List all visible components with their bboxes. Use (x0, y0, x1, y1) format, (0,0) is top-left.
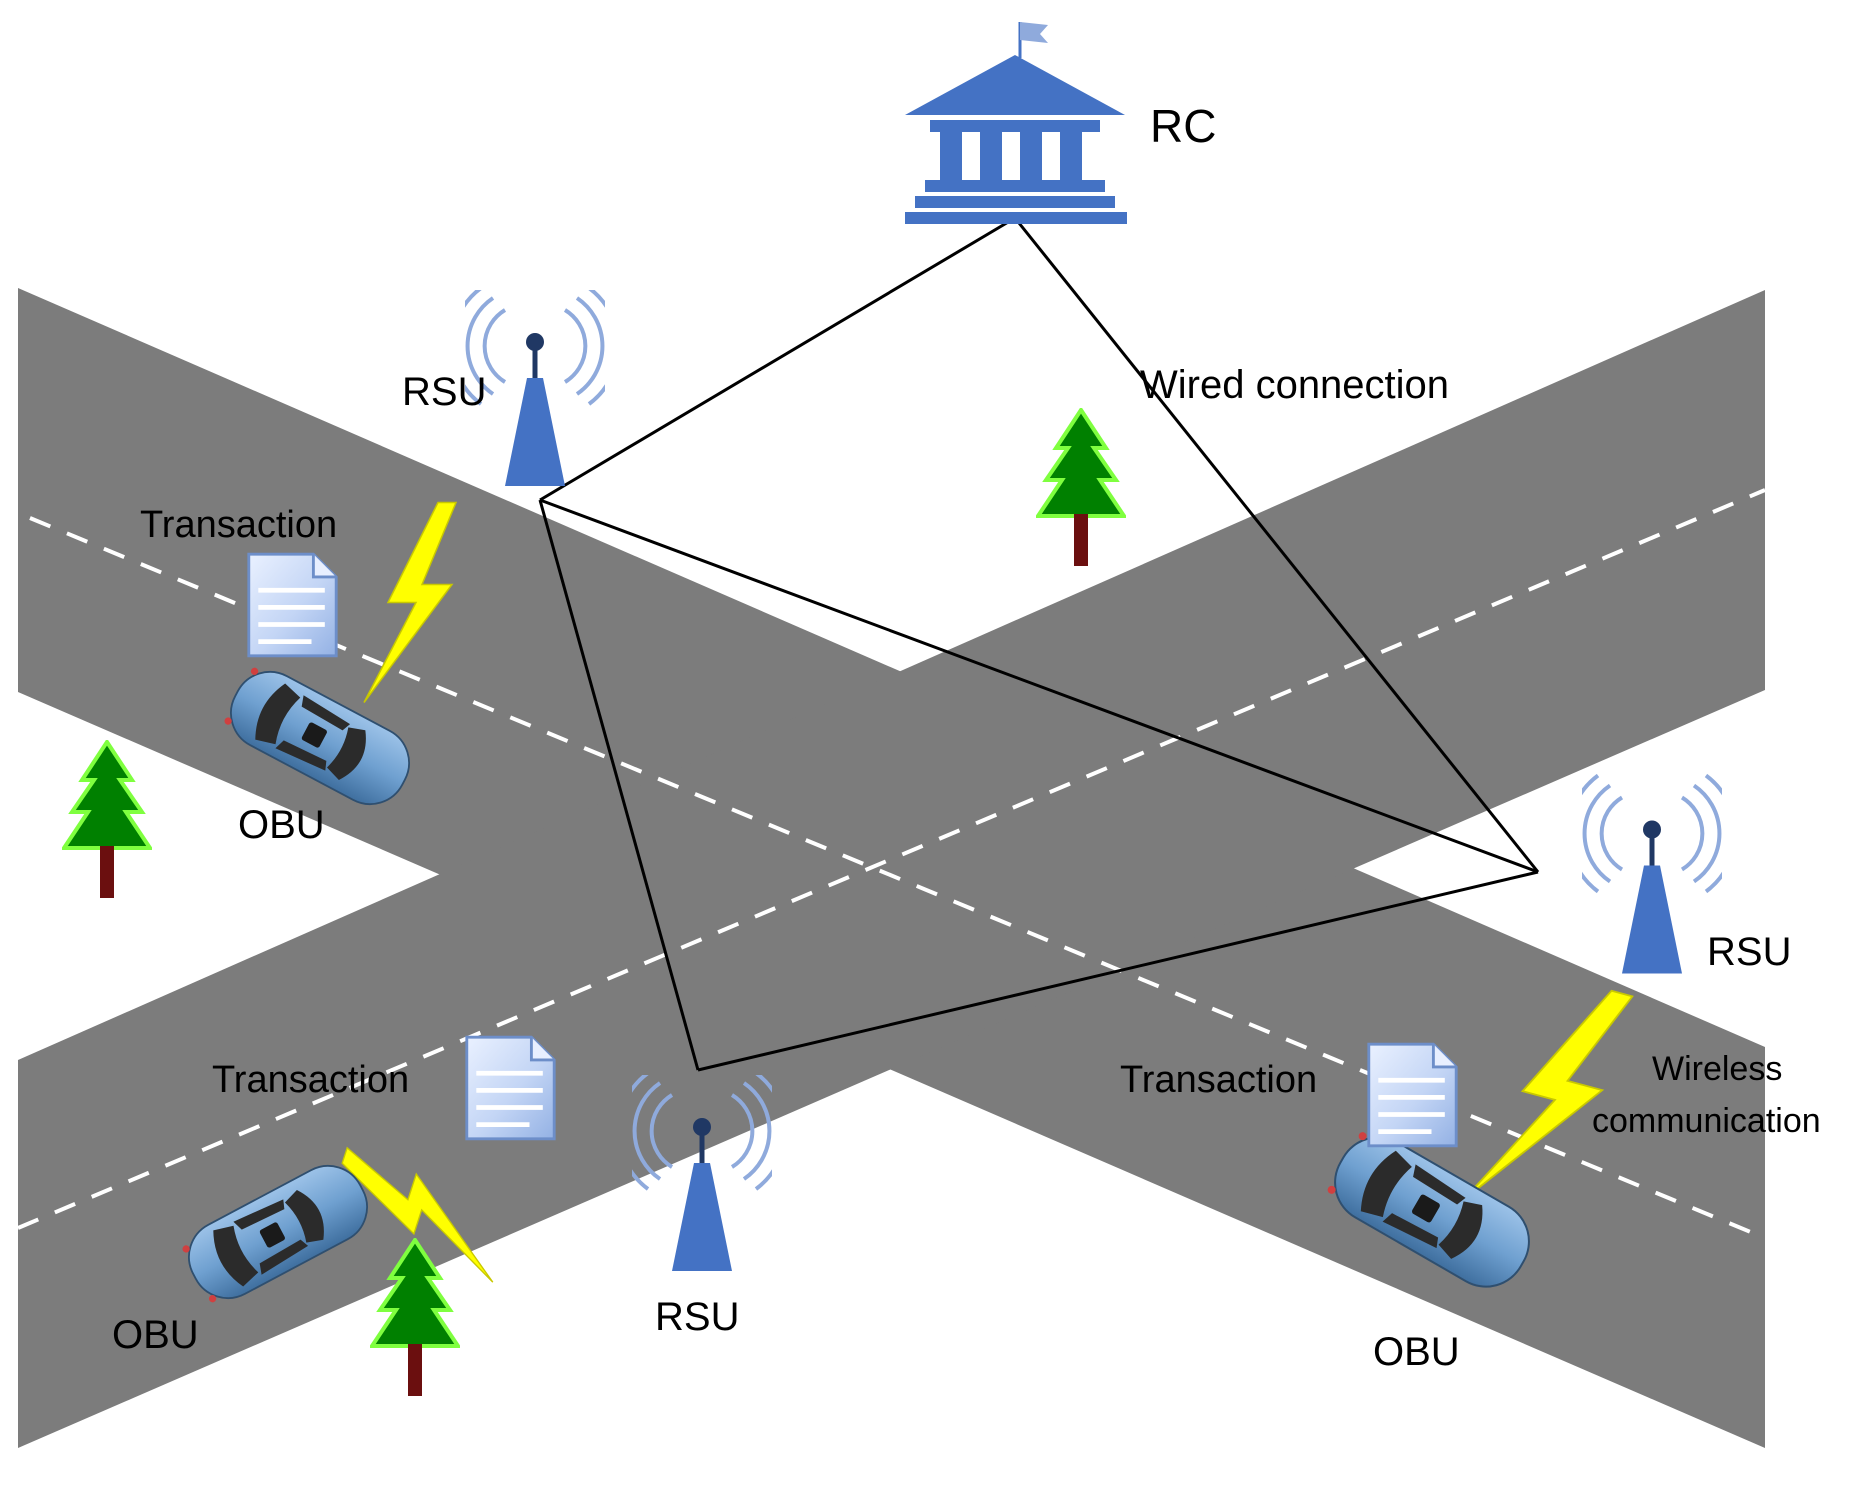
document-icon (467, 1037, 554, 1139)
obu-top-label: OBU (238, 803, 325, 847)
wireless-label-line1: Wireless (1652, 1050, 1782, 1088)
pine-tree-icon (1036, 408, 1126, 568)
rsu-bottom: RSU (619, 1073, 786, 1339)
document-icon (249, 554, 336, 656)
rsu-top-label: RSU (402, 370, 486, 414)
road-ascending (18, 290, 1765, 1448)
road-network (17, 288, 1766, 1448)
rsu-top: RSU (402, 288, 618, 486)
wire-rc-rsu-top (539, 216, 1016, 502)
wireless-label-line2: communication (1592, 1102, 1821, 1140)
document-icon (1369, 1044, 1456, 1146)
wire-rsu-bottom-hub (697, 870, 1539, 1072)
wireless-communication-label: Wireless communication (1592, 1050, 1821, 1140)
rc-building: RC (905, 22, 1216, 224)
obu-bottom-right: OBU (1319, 1121, 1545, 1374)
rsu-right: RSU (1569, 776, 1791, 975)
lane-marking-ascending (17, 488, 1766, 1230)
rsu-bottom-label: RSU (655, 1295, 739, 1339)
wire-rsu-top-hub (539, 498, 1539, 874)
flag-icon (1020, 22, 1048, 43)
transaction-bottom-left: Transaction (212, 1037, 554, 1139)
wire-rsu-top-rsu-bottom (538, 499, 700, 1071)
transaction-bottom-left-label: Transaction (212, 1059, 409, 1101)
obu-bottom-left: OBU (112, 1152, 381, 1357)
wired-connections (538, 216, 1540, 1072)
transaction-top: Transaction (140, 504, 337, 656)
wired-connection-label: Wired connection (1140, 363, 1449, 407)
obu-top: OBU (217, 658, 423, 847)
transaction-bottom-right-label: Transaction (1120, 1059, 1317, 1101)
transaction-top-label: Transaction (140, 504, 337, 546)
rc-label: RC (1150, 100, 1216, 152)
government-building-icon (905, 22, 1127, 224)
obu-bottom-right-label: OBU (1373, 1330, 1460, 1374)
lane-marking-descending (29, 516, 1766, 1240)
rsu-right-label: RSU (1707, 930, 1791, 974)
transaction-bottom-right: Transaction (1120, 1044, 1456, 1146)
wire-rc-rsu-right (1013, 217, 1540, 873)
obu-bottom-left-label: OBU (112, 1313, 199, 1357)
pine-tree-icon (62, 740, 152, 900)
